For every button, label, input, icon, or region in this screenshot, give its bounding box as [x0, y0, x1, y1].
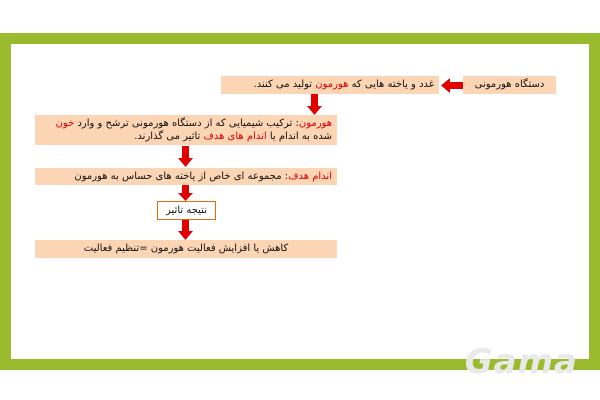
hormone-highlight-target-organs: اندام های هدف [203, 131, 267, 142]
activity-regulation-label: کاهش یا افزایش فعالیت هورمون =تنظیم فعال… [83, 243, 289, 254]
effect-result-label: نتیجه تاثیر [166, 205, 207, 216]
gama-watermark-logo: Gama [464, 342, 578, 382]
box-activity-regulation: کاهش یا افزایش فعالیت هورمون =تنظیم فعال… [35, 240, 337, 258]
target-organ-highlight-term: اندام هدف [288, 171, 332, 182]
target-organ-text: : مجموعه ای خاص از یاخته های حساس به هور… [74, 171, 289, 182]
arrow-left-icon [441, 78, 463, 93]
box-glands-definition: غدد و یاخته هایی که هورمون تولید می کنند… [221, 76, 439, 94]
hormone-text-3: تاثیر می گذارند. [134, 131, 204, 142]
box-effect-result: نتیجه تاثیر [157, 201, 216, 220]
hormone-text-1: : ترکیب شیمیایی که از دستگاه هورمونی ترش… [74, 118, 299, 129]
glands-text-2: تولید می کنند. [253, 79, 316, 90]
arrow-down-icon [178, 220, 193, 240]
arrow-down-icon [307, 94, 322, 115]
hormone-highlight-term: هورمون [298, 118, 332, 129]
hormone-highlight-blood: خون [55, 118, 75, 129]
glands-highlight-hormone: هورمون [315, 79, 349, 90]
box-target-organ-definition: اندام هدف: مجموعه ای خاص از یاخته های حس… [35, 168, 337, 185]
arrow-down-icon [178, 185, 193, 201]
arrow-down-icon [178, 146, 193, 167]
glands-text-1: غدد و یاخته هایی که [348, 79, 434, 90]
slide-canvas [11, 44, 589, 359]
box-hormone-definition: هورمون: ترکیب شیمیایی که از دستگاه هورمو… [35, 115, 337, 145]
box-endocrine-system-label: دستگاه هورمونی [474, 79, 545, 90]
hormone-text-2: شده به اندام یا [266, 131, 332, 142]
box-endocrine-system: دستگاه هورمونی [463, 76, 556, 94]
